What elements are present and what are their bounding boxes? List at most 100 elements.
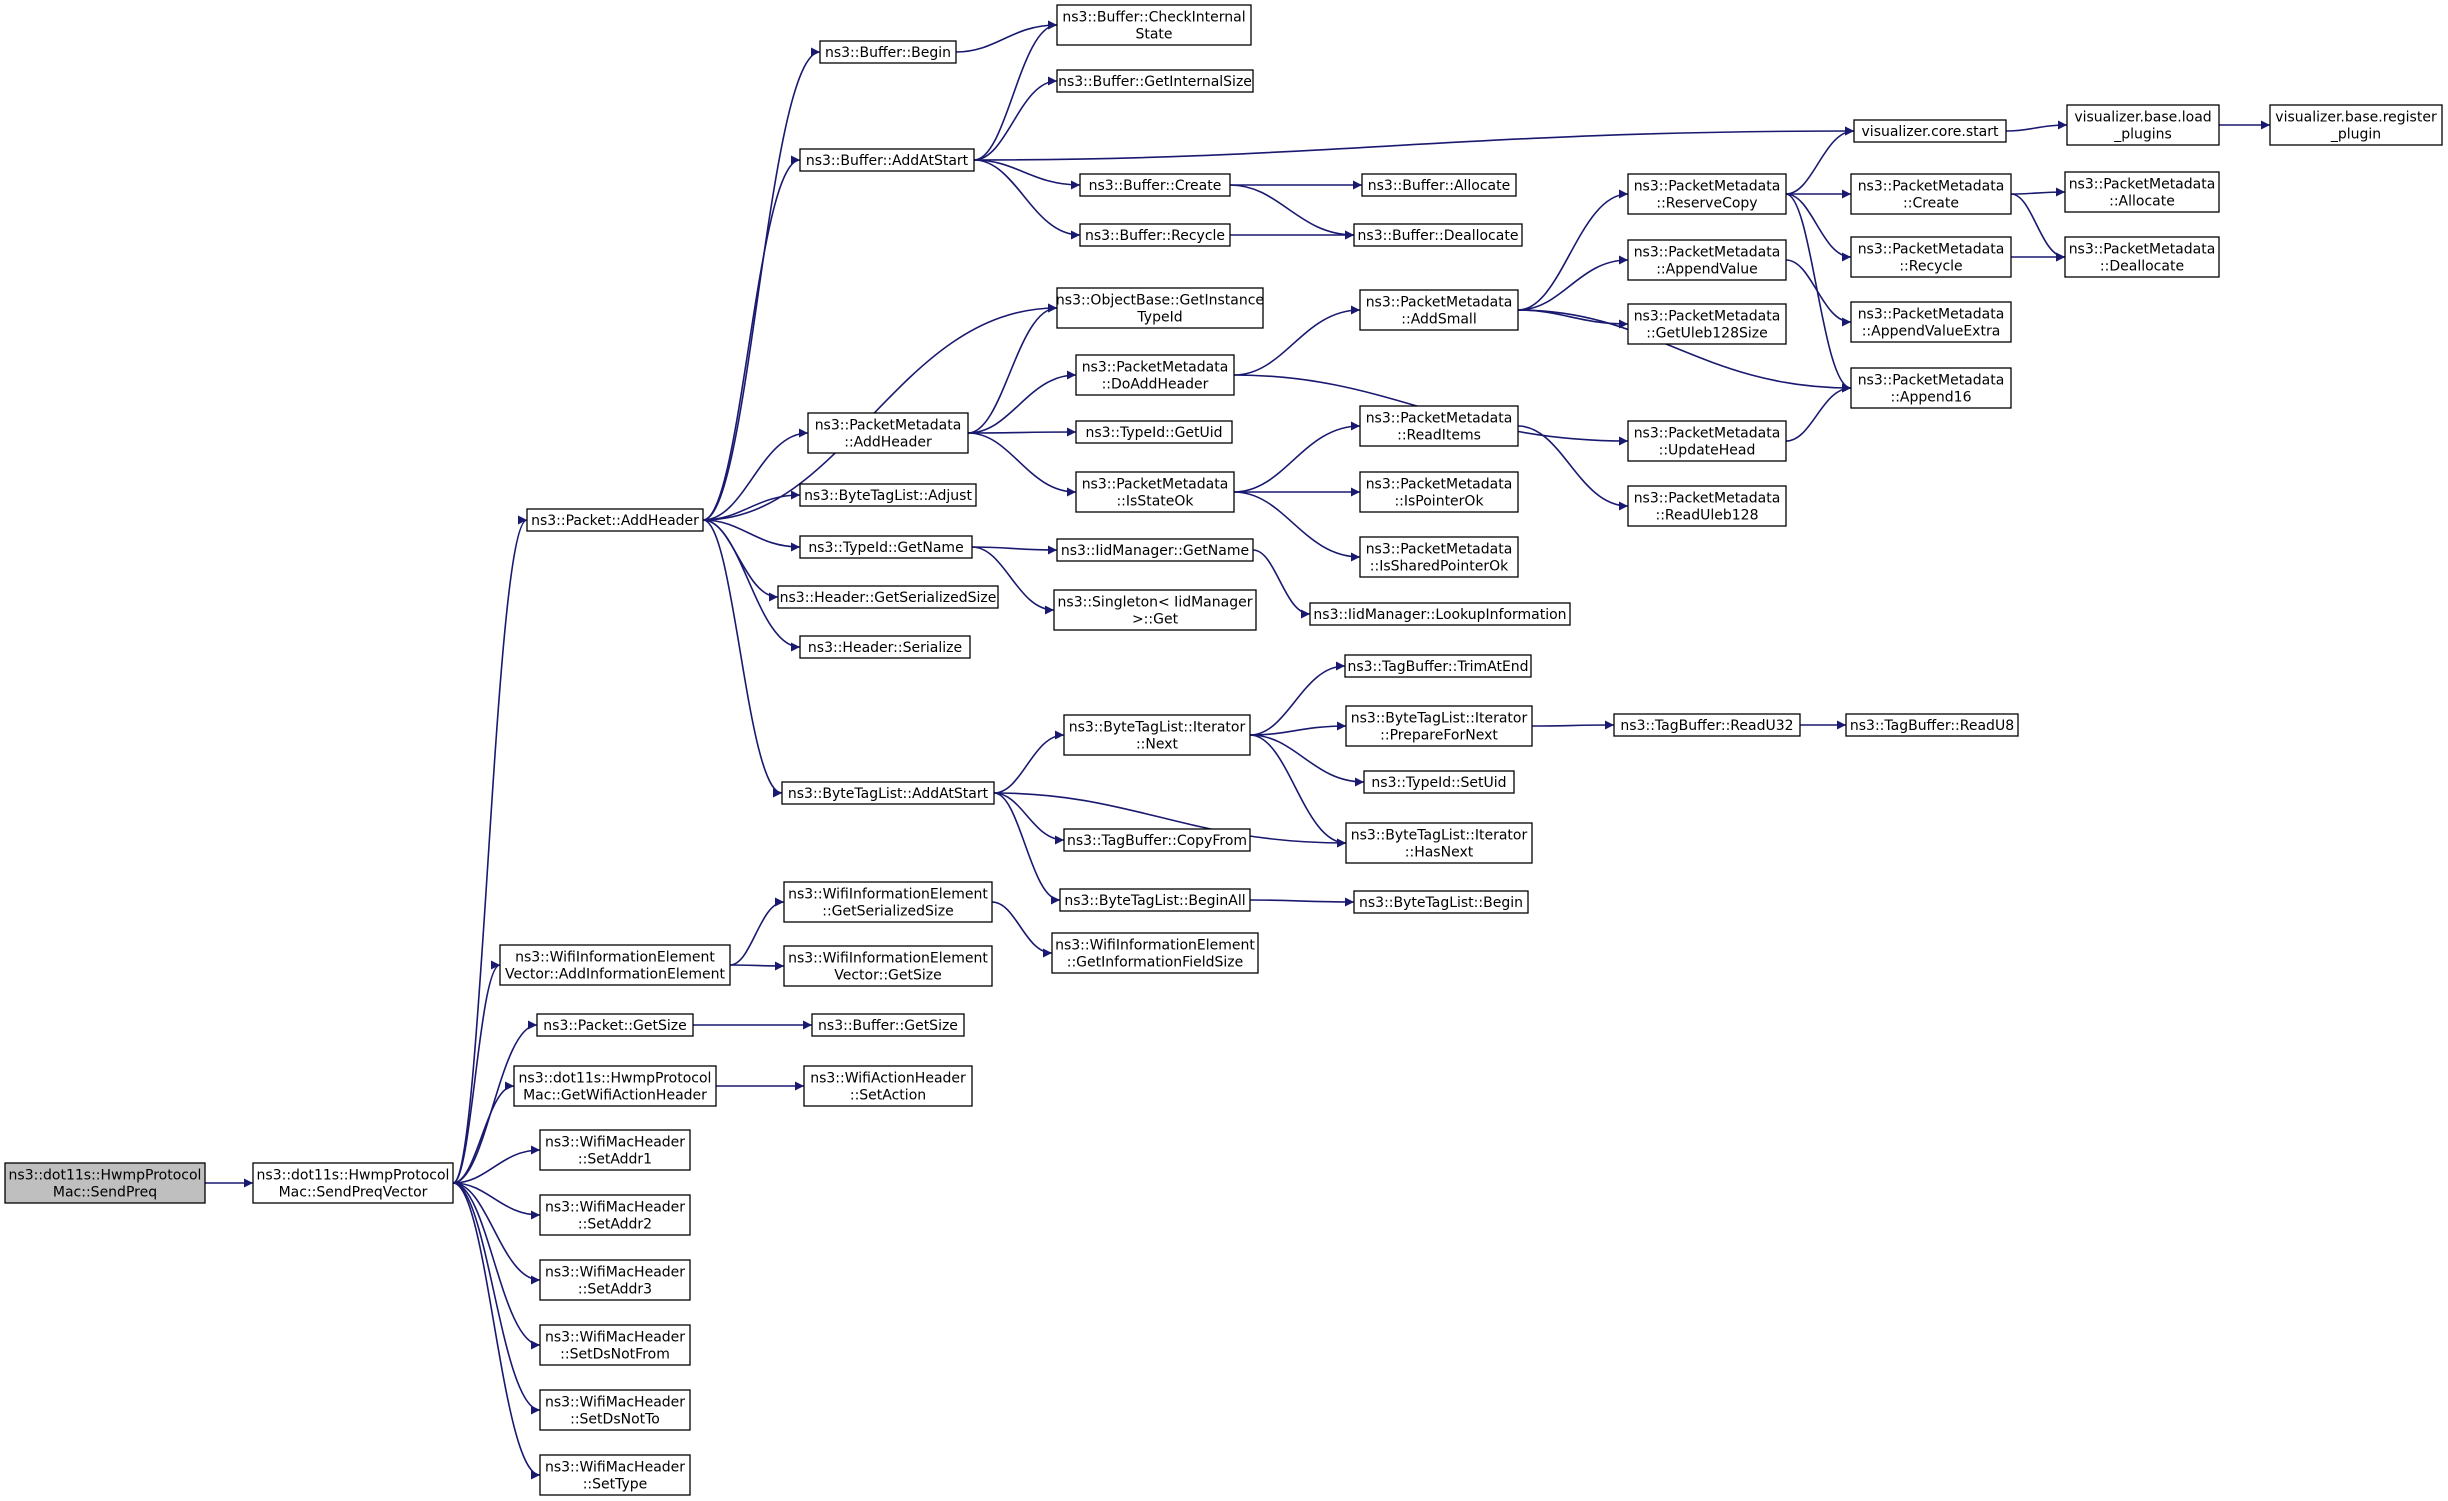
node-pm-is-pointer-ok[interactable]: ns3::PacketMetadata::IsPointerOk bbox=[1359, 471, 1519, 513]
node-label: ns3::TypeId::SetUid bbox=[1371, 775, 1506, 791]
node-pm-is-shared-pointer-ok[interactable]: ns3::PacketMetadata::IsSharedPointerOk bbox=[1359, 536, 1519, 578]
node-label: ns3::PacketMetadata bbox=[1858, 307, 2005, 323]
edge-send-preq-vector-to-set-addr2 bbox=[452, 1182, 541, 1220]
node-btl-iter-has-next[interactable]: ns3::ByteTagList::Iterator::HasNext bbox=[1345, 822, 1533, 864]
node-pm-read-uleb128[interactable]: ns3::PacketMetadata::ReadUleb128 bbox=[1627, 485, 1787, 527]
node-pm-update-head[interactable]: ns3::PacketMetadata::UpdateHead bbox=[1627, 420, 1787, 462]
node-typeid-set-uid[interactable]: ns3::TypeId::SetUid bbox=[1363, 770, 1515, 794]
node-wie-get-serialized-size[interactable]: ns3::WifiInformationElement::GetSerializ… bbox=[783, 881, 993, 923]
node-box bbox=[1627, 239, 1787, 281]
node-buffer-get-internal-size[interactable]: ns3::Buffer::GetInternalSize bbox=[1056, 69, 1254, 93]
node-box bbox=[1359, 536, 1519, 578]
edge-iid-get-name-to-iid-lookup-information bbox=[1252, 549, 1311, 619]
node-btl-add-at-start[interactable]: ns3::ByteTagList::AddAtStart bbox=[781, 781, 995, 805]
node-pm-allocate[interactable]: ns3::PacketMetadata::Allocate bbox=[2064, 171, 2220, 213]
node-viz-core-start[interactable]: visualizer.core.start bbox=[1853, 119, 2007, 143]
node-header-serialize[interactable]: ns3::Header::Serialize bbox=[799, 635, 971, 659]
node-buffer-recycle[interactable]: ns3::Buffer::Recycle bbox=[1079, 223, 1231, 247]
node-btl-iter-prepare-for-next[interactable]: ns3::ByteTagList::Iterator::PrepareForNe… bbox=[1345, 705, 1533, 747]
node-box bbox=[1359, 405, 1519, 447]
node-label: ns3::ObjectBase::GetInstance bbox=[1056, 293, 1264, 309]
node-iid-get-name[interactable]: ns3::IidManager::GetName bbox=[1056, 538, 1254, 562]
node-box bbox=[783, 945, 993, 987]
node-label: ::Deallocate bbox=[2100, 259, 2184, 275]
node-pm-add-header[interactable]: ns3::PacketMetadata::AddHeader bbox=[807, 412, 969, 454]
node-label: ns3::TagBuffer::ReadU8 bbox=[1850, 718, 2014, 734]
node-pm-create[interactable]: ns3::PacketMetadata::Create bbox=[1850, 173, 2012, 215]
node-buffer-allocate[interactable]: ns3::Buffer::Allocate bbox=[1361, 173, 1517, 197]
node-typeid-get-uid[interactable]: ns3::TypeId::GetUid bbox=[1075, 420, 1233, 444]
edge-packet-add-header-to-header-serialize bbox=[702, 519, 801, 652]
node-buffer-get-size[interactable]: ns3::Buffer::GetSize bbox=[811, 1013, 965, 1037]
node-pm-append-value-extra[interactable]: ns3::PacketMetadata::AppendValueExtra bbox=[1850, 301, 2012, 343]
node-label: ns3::ByteTagList::BeginAll bbox=[1064, 893, 1245, 909]
node-btl-iter-next[interactable]: ns3::ByteTagList::Iterator::Next bbox=[1063, 714, 1251, 756]
node-box bbox=[539, 1389, 691, 1431]
node-btl-begin-all[interactable]: ns3::ByteTagList::BeginAll bbox=[1059, 888, 1251, 912]
node-packet-add-header[interactable]: ns3::Packet::AddHeader bbox=[526, 508, 704, 532]
node-get-wifi-action-header[interactable]: ns3::dot11s::HwmpProtocolMac::GetWifiAct… bbox=[513, 1065, 717, 1107]
node-buffer-create[interactable]: ns3::Buffer::Create bbox=[1079, 173, 1231, 197]
node-viz-base-load-plugins[interactable]: visualizer.base.load_plugins bbox=[2066, 104, 2220, 146]
node-tagbuffer-trim-at-end[interactable]: ns3::TagBuffer::TrimAtEnd bbox=[1344, 654, 1532, 678]
node-buffer-add-at-start[interactable]: ns3::Buffer::AddAtStart bbox=[799, 148, 975, 172]
node-set-ds-not-from[interactable]: ns3::WifiMacHeader::SetDsNotFrom bbox=[539, 1324, 691, 1366]
node-box bbox=[539, 1259, 691, 1301]
node-label: ::IsStateOk bbox=[1116, 494, 1194, 510]
node-send-preq-vector[interactable]: ns3::dot11s::HwmpProtocolMac::SendPreqVe… bbox=[252, 1162, 454, 1204]
node-pm-recycle[interactable]: ns3::PacketMetadata::Recycle bbox=[1850, 236, 2012, 278]
node-buffer-deallocate[interactable]: ns3::Buffer::Deallocate bbox=[1353, 223, 1523, 247]
node-label: ns3::WifiInformationElement bbox=[788, 951, 988, 967]
node-label: ns3::Buffer::Create bbox=[1089, 178, 1222, 194]
edge-packet-add-header-to-typeid-get-name bbox=[702, 519, 801, 552]
node-packet-get-size[interactable]: ns3::Packet::GetSize bbox=[536, 1013, 694, 1037]
node-box bbox=[2269, 104, 2443, 146]
node-header-get-serialized-size[interactable]: ns3::Header::GetSerializedSize bbox=[777, 585, 999, 609]
node-set-addr3[interactable]: ns3::WifiMacHeader::SetAddr3 bbox=[539, 1259, 691, 1301]
node-iid-lookup-information[interactable]: ns3::IidManager::LookupInformation bbox=[1309, 602, 1571, 626]
node-set-ds-not-to[interactable]: ns3::WifiMacHeader::SetDsNotTo bbox=[539, 1389, 691, 1431]
node-pm-is-state-ok[interactable]: ns3::PacketMetadata::IsStateOk bbox=[1075, 471, 1235, 513]
node-viz-base-register-plugin[interactable]: visualizer.base.register_plugin bbox=[2269, 104, 2443, 146]
node-wie-vector-get-size[interactable]: ns3::WifiInformationElementVector::GetSi… bbox=[783, 945, 993, 987]
node-tagbuffer-copy-from[interactable]: ns3::TagBuffer::CopyFrom bbox=[1063, 828, 1251, 852]
node-label: ns3::Buffer::AddAtStart bbox=[806, 153, 969, 169]
node-wie-get-information-field-size[interactable]: ns3::WifiInformationElement::GetInformat… bbox=[1051, 932, 1259, 974]
node-pm-read-items[interactable]: ns3::PacketMetadata::ReadItems bbox=[1359, 405, 1519, 447]
node-label: ::SetDsNotFrom bbox=[560, 1347, 670, 1363]
node-singleton-get[interactable]: ns3::Singleton< IidManager>::Get bbox=[1053, 589, 1257, 631]
node-pm-reserve-copy[interactable]: ns3::PacketMetadata::ReserveCopy bbox=[1627, 173, 1787, 215]
node-pm-append16[interactable]: ns3::PacketMetadata::Append16 bbox=[1850, 367, 2012, 409]
node-btl-adjust[interactable]: ns3::ByteTagList::Adjust bbox=[799, 483, 977, 507]
node-box bbox=[539, 1194, 691, 1236]
node-box bbox=[807, 412, 969, 454]
node-set-addr1[interactable]: ns3::WifiMacHeader::SetAddr1 bbox=[539, 1129, 691, 1171]
edge-buffer-add-at-start-to-buffer-check-internal-state bbox=[973, 20, 1058, 161]
node-label: visualizer.core.start bbox=[1862, 124, 1999, 140]
node-pm-append-value[interactable]: ns3::PacketMetadata::AppendValue bbox=[1627, 239, 1787, 281]
node-wie-vector-add-ie[interactable]: ns3::WifiInformationElementVector::AddIn… bbox=[499, 944, 731, 986]
node-label: ns3::WifiMacHeader bbox=[545, 1460, 685, 1476]
node-label: ns3::WifiMacHeader bbox=[545, 1395, 685, 1411]
node-pm-add-small[interactable]: ns3::PacketMetadata::AddSmall bbox=[1359, 289, 1519, 331]
node-label: ns3::PacketMetadata bbox=[1858, 242, 2005, 258]
node-pm-do-add-header[interactable]: ns3::PacketMetadata::DoAddHeader bbox=[1075, 354, 1235, 396]
node-box bbox=[1627, 173, 1787, 215]
node-btl-begin[interactable]: ns3::ByteTagList::Begin bbox=[1353, 890, 1529, 914]
node-set-addr2[interactable]: ns3::WifiMacHeader::SetAddr2 bbox=[539, 1194, 691, 1236]
node-wifi-action-set-action[interactable]: ns3::WifiActionHeader::SetAction bbox=[803, 1065, 973, 1107]
node-label: ns3::ByteTagList::Adjust bbox=[804, 488, 972, 504]
node-label: ::GetUleb128Size bbox=[1646, 326, 1767, 342]
node-tagbuffer-read-u32[interactable]: ns3::TagBuffer::ReadU32 bbox=[1613, 713, 1801, 737]
node-tagbuffer-read-u8[interactable]: ns3::TagBuffer::ReadU8 bbox=[1845, 713, 2019, 737]
node-set-type[interactable]: ns3::WifiMacHeader::SetType bbox=[539, 1454, 691, 1496]
node-label: ns3::Buffer::CheckInternal bbox=[1062, 10, 1245, 26]
node-buffer-begin[interactable]: ns3::Buffer::Begin bbox=[819, 40, 957, 64]
edge-pm-update-head-to-pm-append16 bbox=[1785, 383, 1852, 442]
node-pm-get-uleb128-size[interactable]: ns3::PacketMetadata::GetUleb128Size bbox=[1627, 303, 1787, 345]
node-typeid-get-name[interactable]: ns3::TypeId::GetName bbox=[799, 535, 973, 559]
node-pm-deallocate[interactable]: ns3::PacketMetadata::Deallocate bbox=[2064, 236, 2220, 278]
